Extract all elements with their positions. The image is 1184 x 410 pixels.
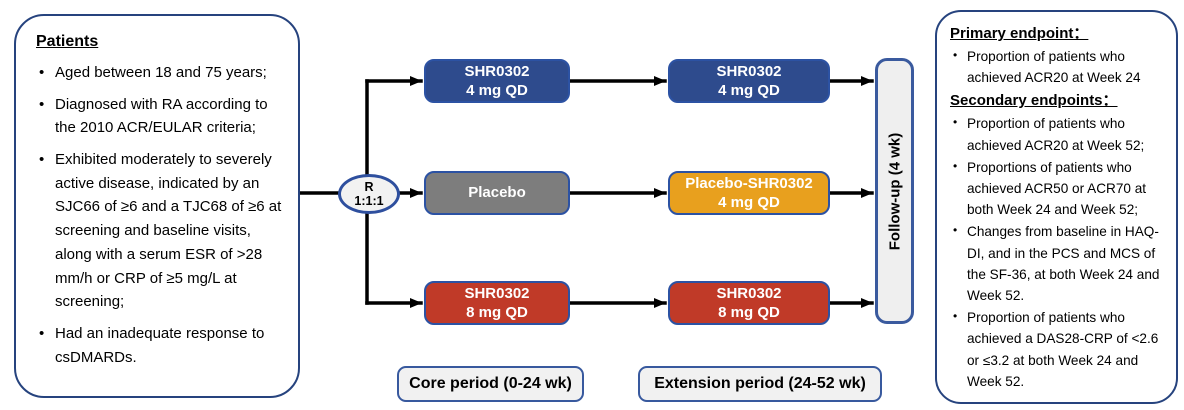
arm-label-line1: SHR0302	[716, 62, 782, 80]
arm-label-line1: SHR0302	[716, 284, 782, 302]
list-item: Exhibited moderately to severely active …	[36, 148, 286, 314]
list-item: Diagnosed with RA according to the 2010 …	[36, 93, 286, 140]
extension-period-label: Extension period (24-52 wk)	[638, 366, 882, 402]
patients-criteria-list: Aged between 18 and 75 years; Diagnosed …	[36, 61, 286, 369]
primary-endpoint-list: Proportion of patients who achieved ACR2…	[950, 46, 1166, 88]
followup-bar: Follow-up (4 wk)	[875, 58, 914, 324]
extension-period-text: Extension period (24-52 wk)	[654, 375, 866, 392]
list-item: Had an inadequate response to csDMARDs.	[36, 322, 286, 369]
secondary-endpoints-list: Proportion of patients who achieved ACR2…	[950, 113, 1166, 392]
list-item: Proportion of patients who achieved ACR2…	[950, 46, 1166, 88]
secondary-endpoints-heading: Secondary endpoints：	[950, 92, 1118, 110]
randomization-label: R	[364, 179, 374, 194]
arm-label-line2: 4 mg QD	[718, 82, 780, 99]
list-item: Proportion of patients who achieved ACR2…	[950, 113, 1166, 155]
arm-label-line2: 8 mg QD	[466, 304, 528, 321]
endpoints-panel: Primary endpoint： Proportion of patients…	[935, 10, 1178, 404]
patients-panel: Patients Aged between 18 and 75 years; D…	[14, 14, 300, 398]
patients-title: Patients	[36, 33, 99, 50]
arm-core-shr0302-8mg: SHR0302 8 mg QD	[424, 281, 570, 325]
arm-label-line2: 8 mg QD	[718, 304, 780, 321]
arm-label-line1: Placebo-SHR0302	[685, 174, 813, 192]
arm-label-line2: 4 mg QD	[466, 82, 528, 99]
arm-label-line1: SHR0302	[464, 284, 530, 302]
list-item: Aged between 18 and 75 years;	[36, 61, 286, 85]
arm-core-placebo: Placebo	[424, 171, 570, 215]
arm-ext-shr0302-4mg: SHR0302 4 mg QD	[668, 59, 830, 103]
arm-ext-placebo-shr0302-4mg: Placebo-SHR0302 4 mg QD	[668, 171, 830, 215]
arm-label-line1: Placebo	[468, 184, 526, 202]
arm-core-shr0302-4mg: SHR0302 4 mg QD	[424, 59, 570, 103]
list-item: Changes from baseline in HAQ-DI, and in …	[950, 221, 1166, 306]
arm-label-line2: 4 mg QD	[718, 194, 780, 211]
primary-endpoint-heading: Primary endpoint：	[950, 25, 1089, 42]
followup-label: Follow-up (4 wk)	[886, 132, 903, 250]
core-period-label: Core period (0-24 wk)	[397, 366, 584, 402]
core-period-text: Core period (0-24 wk)	[409, 375, 572, 392]
list-item: Proportion of patients who achieved a DA…	[950, 307, 1166, 392]
list-item: Proportions of patients who achieved ACR…	[950, 157, 1166, 221]
arm-ext-shr0302-8mg: SHR0302 8 mg QD	[668, 281, 830, 325]
randomization-node: R 1:1:1	[338, 174, 400, 214]
randomization-ratio: 1:1:1	[354, 194, 384, 208]
arm-label-line1: SHR0302	[464, 62, 530, 80]
